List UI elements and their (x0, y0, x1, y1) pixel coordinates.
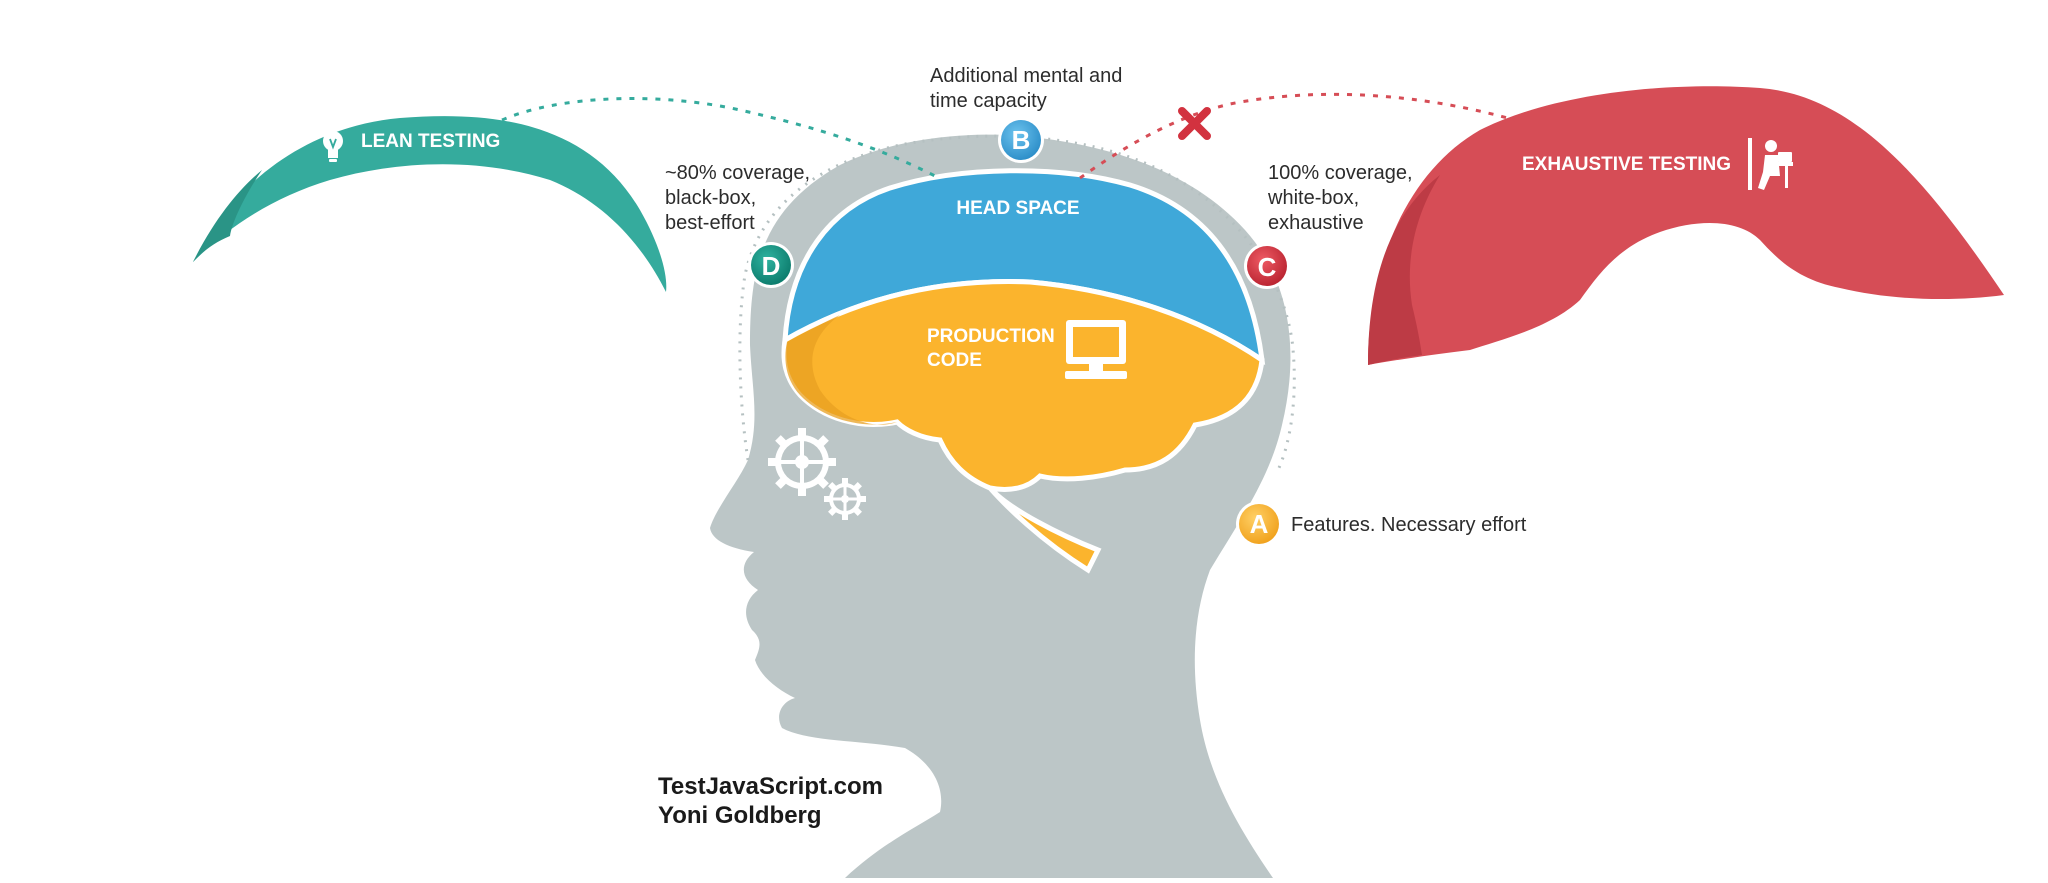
marker-a-note-text: Features. Necessary effort (1291, 513, 1526, 538)
head-space-label: HEAD SPACE (956, 198, 1079, 219)
credit-block: TestJavaScript.com Yoni Goldberg (658, 772, 883, 830)
marker-d-note-line3: best-effort (665, 211, 810, 236)
marker-c-note-line2: white-box, (1268, 186, 1413, 211)
marker-d-note: ~80% coverage, black-box, best-effort (665, 161, 810, 236)
lean-testing-ribbon-shade (193, 170, 262, 262)
marker-d-note-line2: black-box, (665, 186, 810, 211)
gear-small-icon (824, 478, 866, 520)
credit-site: TestJavaScript.com (658, 772, 883, 801)
marker-a: A (1236, 501, 1282, 547)
marker-c-note-line1: 100% coverage, (1268, 161, 1413, 186)
marker-c-letter: C (1258, 252, 1277, 282)
marker-a-letter: A (1250, 509, 1269, 539)
marker-b-note: Additional mental and time capacity (930, 64, 1122, 114)
marker-c-note-line3: exhaustive (1268, 211, 1413, 236)
marker-a-note: Features. Necessary effort (1291, 513, 1526, 538)
marker-c: C (1244, 243, 1290, 289)
exhaustive-testing-ribbon (1368, 86, 2004, 365)
marker-b-note-line2: time capacity (930, 89, 1122, 114)
marker-b: B (998, 117, 1044, 163)
credit-author: Yoni Goldberg (658, 801, 883, 830)
exhaustive-testing-label: EXHAUSTIVE TESTING (1522, 154, 1731, 175)
production-code-label-line2: CODE (927, 350, 982, 371)
marker-b-letter: B (1012, 125, 1031, 155)
marker-d: D (748, 242, 794, 288)
marker-d-note-line1: ~80% coverage, (665, 161, 810, 186)
production-code-label-line1: PRODUCTION (927, 326, 1055, 347)
gear-icon (768, 428, 836, 496)
marker-c-note: 100% coverage, white-box, exhaustive (1268, 161, 1413, 236)
lean-testing-label: LEAN TESTING (361, 131, 500, 152)
marker-d-letter: D (762, 251, 781, 281)
marker-b-note-line1: Additional mental and (930, 64, 1122, 89)
